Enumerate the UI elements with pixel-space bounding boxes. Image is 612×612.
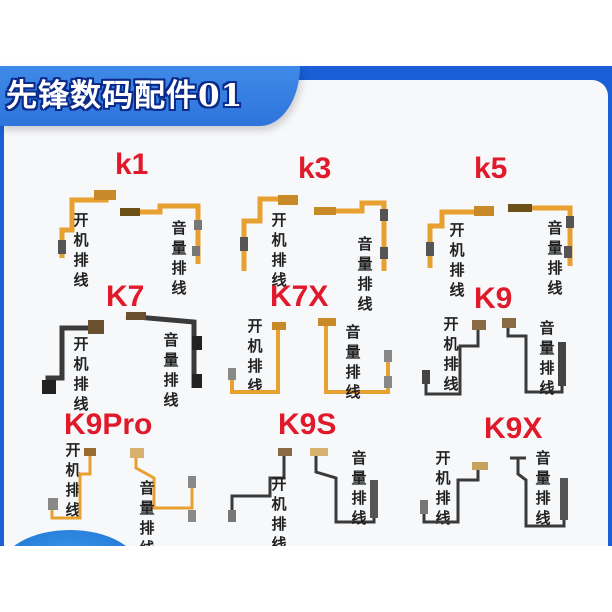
power-flex-cable-image [240,195,300,275]
volume-flex-label: 音量排线 [535,449,551,527]
product-cell-k9pro: K9Pro 开机排线 音量排线 [20,408,220,557]
volume-flex-cable-image [310,448,390,528]
store-banner [0,66,300,126]
product-cell-k1: k1 开机排线 音量排线 [20,148,220,297]
volume-flex-label: 音量排线 [163,331,179,409]
power-flex-cable-image [226,448,296,528]
product-cell-k7: K7 开机排线 音量排线 [20,280,220,413]
model-label: K7 [106,280,145,313]
volume-flex-cable-image [314,195,394,275]
product-cell-k9s: K9S 开机排线 音量排线 [220,408,420,553]
volume-flex-cable-image [120,200,204,270]
power-flex-cable-image [420,320,490,400]
volume-flex-cable-image [502,318,572,398]
product-cell-k9x: K9X 开机排线 音量排线 [410,408,610,538]
power-flex-label: 开机排线 [73,211,89,289]
volume-flex-cable-image [130,448,200,528]
model-label: K9X [484,412,543,445]
power-flex-label: 开机排线 [65,441,81,519]
volume-flex-cable-image [318,318,398,398]
product-cell-k3: k3 开机排线 音量排线 [220,150,420,313]
product-cell-k5: k5 开机排线 音量排线 [410,150,610,299]
volume-flex-cable-image [508,454,578,534]
power-flex-cable-image [54,190,116,262]
volume-flex-cable-image [124,312,204,392]
volume-flex-label: 音量排线 [539,319,555,397]
product-panel [4,80,608,546]
volume-flex-label: 音量排线 [351,449,367,527]
power-flex-label: 开机排线 [449,221,465,299]
power-flex-cable-image [38,318,108,398]
volume-flex-label: 音量排线 [357,235,373,313]
bottom-margin [0,546,612,612]
power-flex-cable-image [228,322,288,402]
product-cell-k7x: K7X 开机排线 音量排线 [220,282,420,412]
power-flex-cable-image [418,458,498,538]
model-label: K9S [278,408,337,441]
model-label: K9 [474,282,513,315]
model-label: k1 [115,148,149,181]
volume-flex-label: 音量排线 [171,219,187,297]
model-label: K7X [270,280,329,313]
model-label: K9Pro [64,408,153,441]
volume-flex-label: 音量排线 [345,323,361,401]
power-flex-label: 开机排线 [271,475,287,553]
volume-flex-label: 音量排线 [547,219,563,297]
model-label: k5 [474,152,508,185]
power-flex-cable-image [424,202,494,272]
product-cell-k9: K9 开机排线 音量排线 [410,282,610,412]
power-flex-cable-image [30,448,100,528]
power-flex-label: 开机排线 [73,335,89,413]
power-flex-label: 开机排线 [443,315,459,393]
power-flex-label: 开机排线 [271,211,287,289]
store-title: 先锋数码配件01 [6,78,244,114]
volume-flex-cable-image [508,200,578,270]
model-label: k3 [298,152,332,185]
